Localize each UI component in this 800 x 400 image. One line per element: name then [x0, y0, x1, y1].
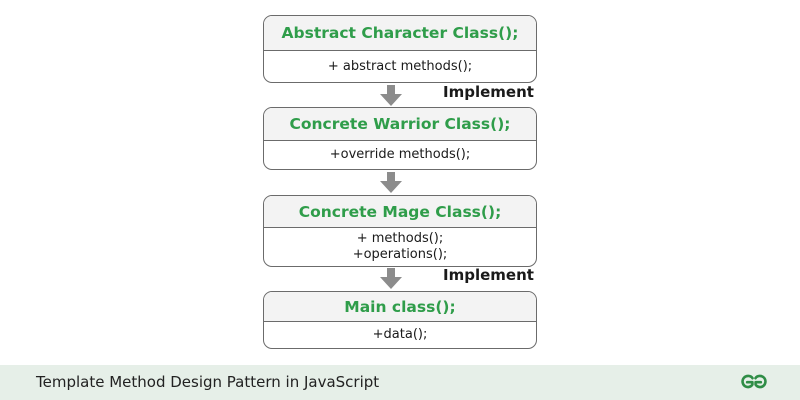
class-title: Concrete Mage Class();	[264, 196, 536, 228]
main-class-box: Main class(); +data();	[263, 291, 537, 349]
class-members: +override methods();	[264, 141, 536, 169]
class-member: +override methods();	[329, 147, 471, 162]
class-members: +data();	[264, 322, 536, 348]
down-arrow-icon	[380, 172, 402, 193]
footer-title: Template Method Design Pattern in JavaSc…	[36, 373, 380, 391]
implement-label: Implement	[443, 83, 534, 101]
class-member: + methods();	[356, 231, 444, 246]
abstract-character-class-box: Abstract Character Class(); + abstract m…	[263, 15, 537, 83]
class-member: +operations();	[352, 247, 448, 262]
down-arrow-icon	[380, 268, 402, 289]
class-title: Main class();	[264, 292, 536, 322]
class-member: +data();	[372, 327, 428, 342]
footer-bar: Template Method Design Pattern in JavaSc…	[0, 365, 800, 400]
class-members: + methods(); +operations();	[264, 228, 536, 266]
class-title: Abstract Character Class();	[264, 16, 536, 51]
class-member: + abstract methods();	[327, 58, 473, 74]
class-diagram: Abstract Character Class(); + abstract m…	[263, 15, 537, 349]
down-arrow-icon	[380, 85, 402, 106]
gfg-logo-icon	[741, 374, 767, 389]
class-members: + abstract methods();	[264, 51, 536, 82]
concrete-mage-class-box: Concrete Mage Class(); + methods(); +ope…	[263, 195, 537, 267]
class-title: Concrete Warrior Class();	[264, 108, 536, 141]
concrete-warrior-class-box: Concrete Warrior Class(); +override meth…	[263, 107, 537, 170]
implement-label: Implement	[443, 266, 534, 284]
